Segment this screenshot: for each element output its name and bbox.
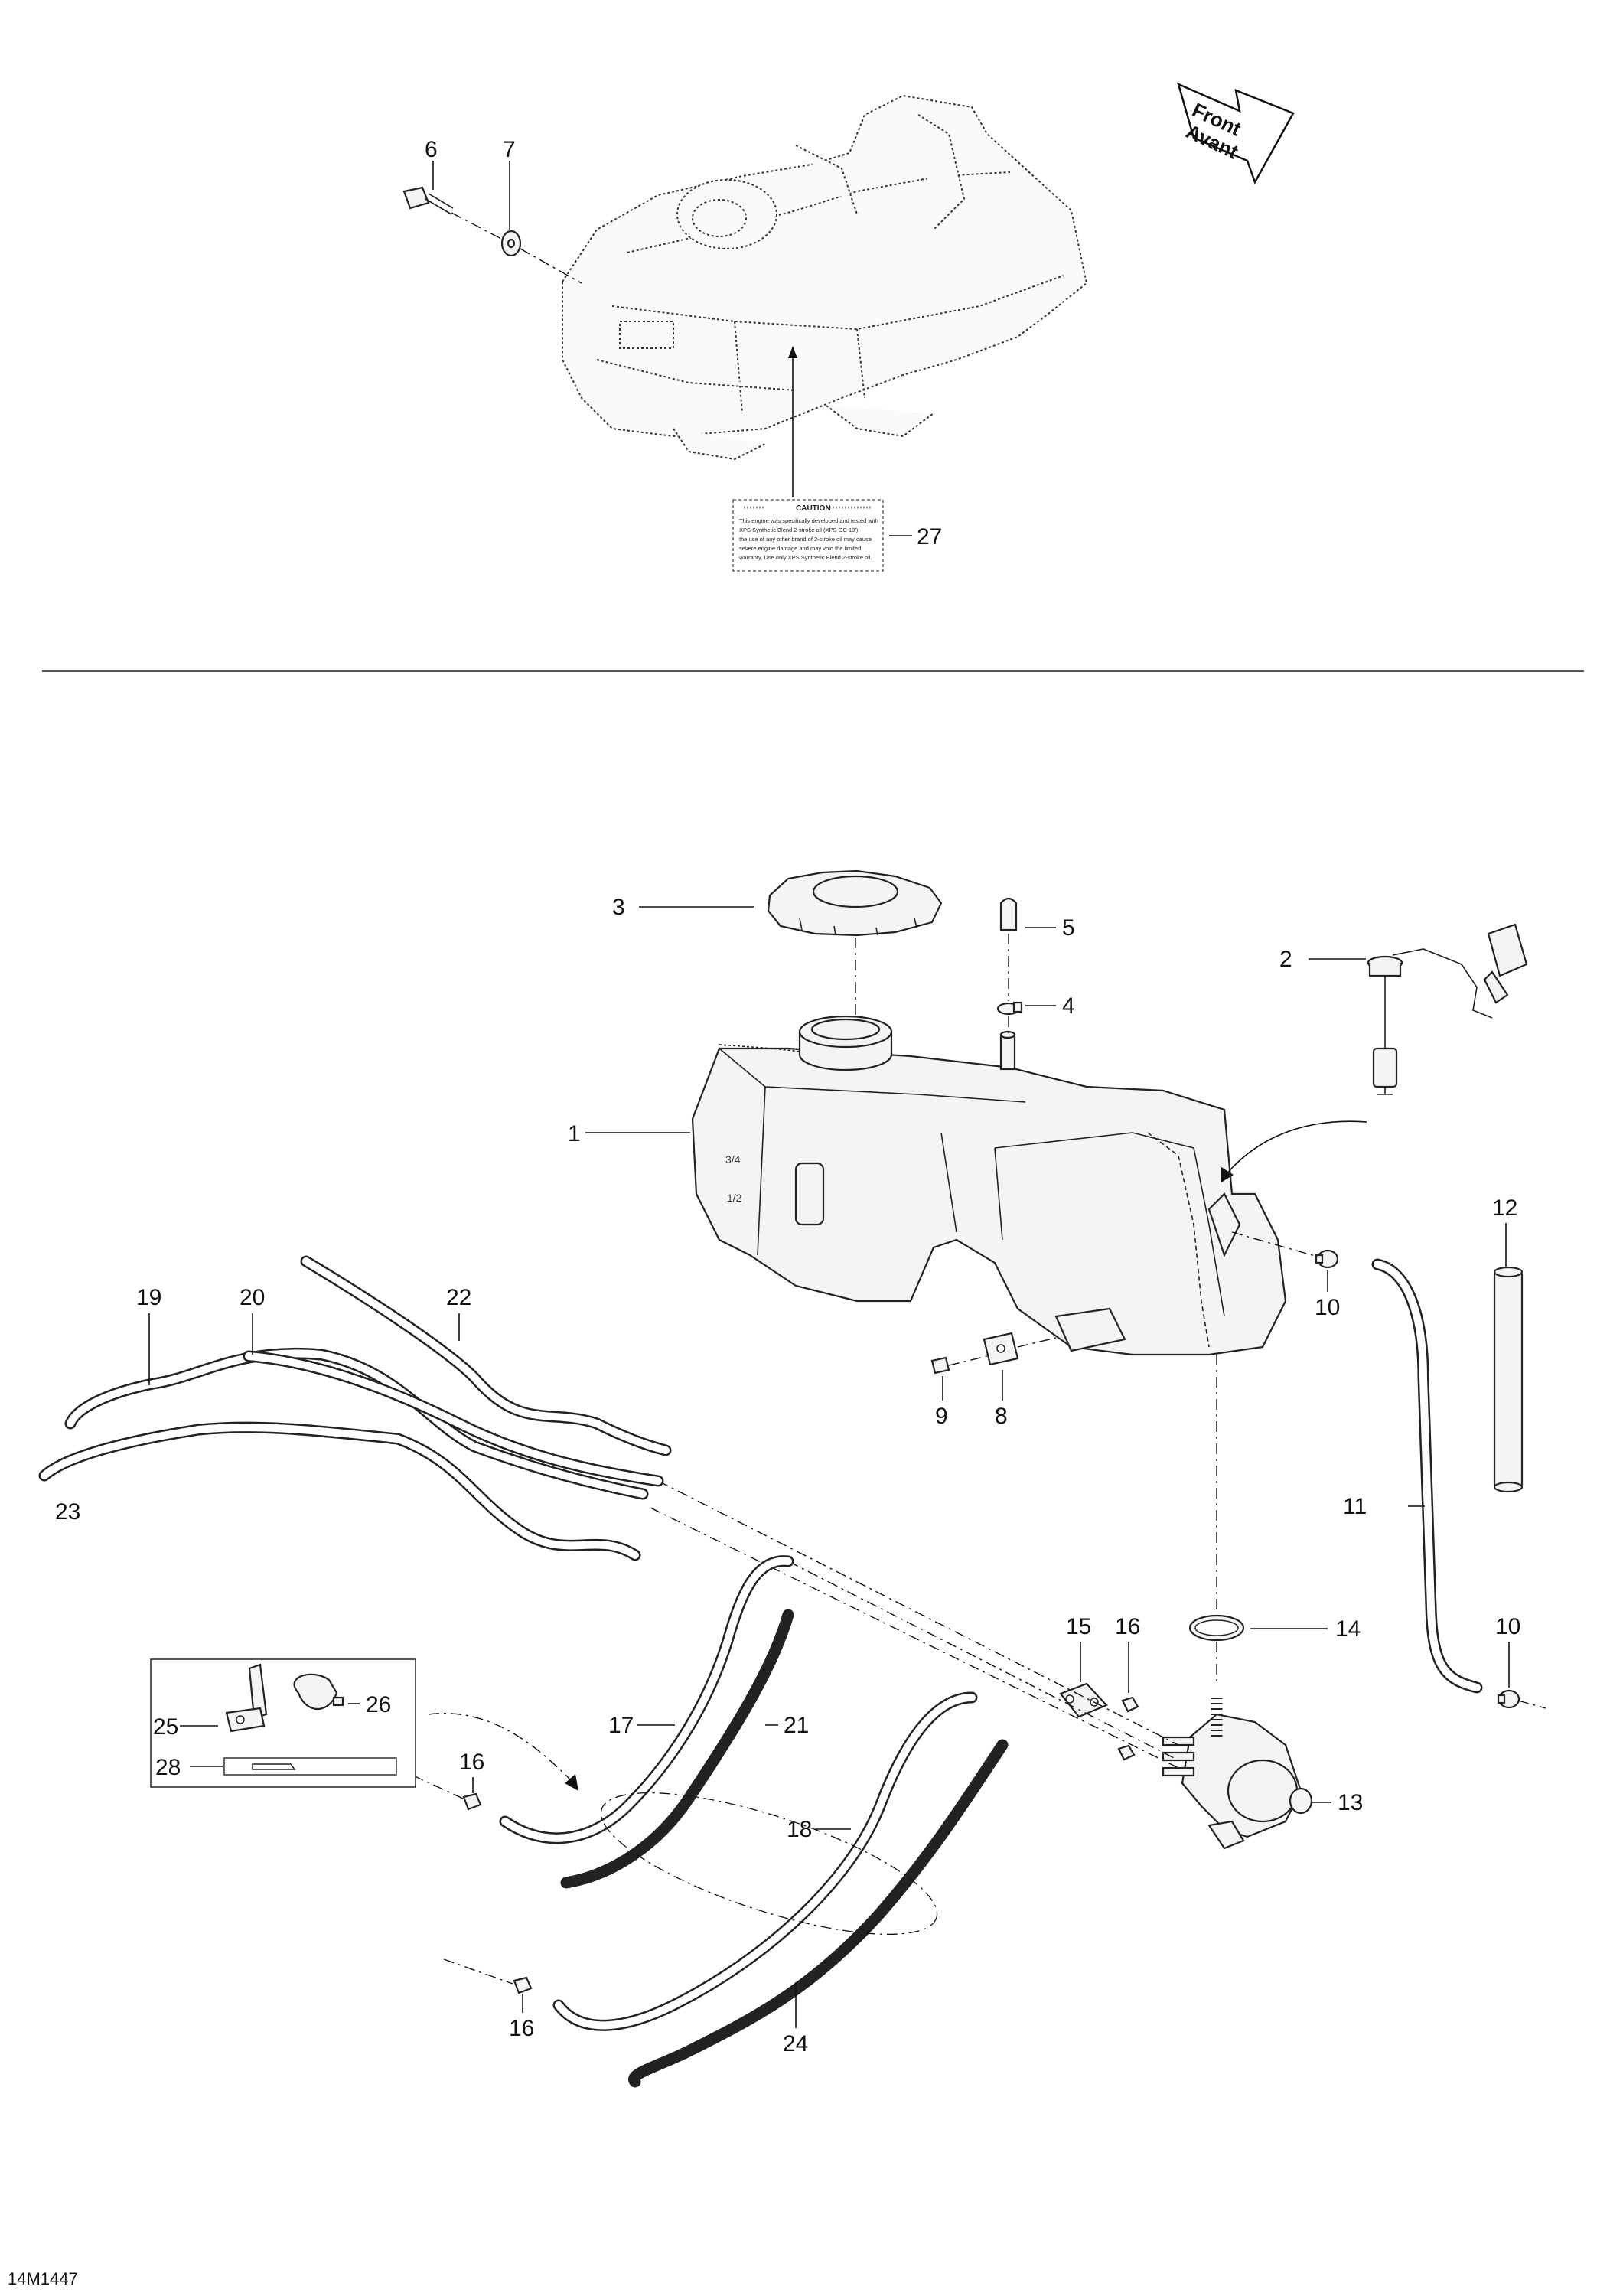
- callout-leaders: [148, 906, 1510, 2028]
- oil-cap-part-3: [767, 869, 943, 1018]
- callout-1: 1: [568, 1121, 581, 1146]
- callout-numbers: 6 7 27 3 5 4 2 1 12 10 19 20 22 23 9 8 1…: [55, 137, 1520, 2056]
- engine-compartment-view: [402, 94, 1088, 497]
- oil-hose-part-11: [1371, 1258, 1483, 1694]
- callout-6: 6: [425, 137, 438, 162]
- oil-line-part-22: [300, 1255, 672, 1456]
- callout-8: 8: [995, 1404, 1008, 1429]
- callout-11: 11: [1343, 1494, 1367, 1519]
- oil-tank-part-1: 3/4 1/2: [691, 1015, 1367, 1356]
- callout-9: 9: [935, 1404, 948, 1429]
- callout-4: 4: [1062, 993, 1075, 1019]
- leader-arrowhead: [788, 346, 797, 358]
- callout-16-mid-left: 16: [459, 1750, 484, 1775]
- caution-line-1: This engine was specifically developed a…: [739, 517, 878, 524]
- oil-line-part-23: [38, 1421, 641, 1561]
- hose-clamp-part-10-upper: [1315, 1249, 1339, 1269]
- svg-text:1/2: 1/2: [727, 1192, 742, 1204]
- callout-10-lower: 10: [1495, 1614, 1520, 1639]
- callout-17: 17: [608, 1713, 634, 1738]
- oil-pump-part-13: [1162, 1698, 1313, 1850]
- nut-part-16-bottom-left: [513, 1976, 533, 1994]
- callout-13: 13: [1338, 1790, 1363, 1815]
- front-direction-arrow: Front Avant: [1177, 82, 1295, 185]
- oil-line-part-17: [499, 1555, 794, 1844]
- callout-16-bottom-left: 16: [509, 2016, 534, 2041]
- callout-19: 19: [136, 1285, 161, 1310]
- svg-text:3/4: 3/4: [725, 1153, 741, 1166]
- callout-24: 24: [783, 2031, 808, 2056]
- fitting-plate-part-15: [1059, 1682, 1108, 1718]
- callout-23: 23: [55, 1499, 80, 1525]
- oil-line-part-19: [64, 1347, 649, 1500]
- vent-cap-part-5: [999, 897, 1018, 931]
- caution-line-3: the use of any other brand of 2-stroke o…: [739, 536, 872, 543]
- callout-27: 27: [917, 524, 942, 550]
- caution-heading: CAUTION: [796, 504, 831, 513]
- caution-decal-part-27: CAUTION This engine was specifically dev…: [732, 499, 912, 572]
- callout-5: 5: [1062, 915, 1075, 941]
- hose-clamp-part-10-lower: [1497, 1689, 1520, 1709]
- caution-line-4: severe engine damage and may void the li…: [739, 545, 861, 552]
- callout-16-upper-right: 16: [1115, 1614, 1140, 1639]
- callout-26: 26: [366, 1692, 391, 1717]
- nut-part-16-upper-right: [1121, 1696, 1139, 1713]
- screw-part-6: [402, 186, 454, 215]
- callout-10-upper: 10: [1315, 1295, 1340, 1320]
- caution-line-5: warranty. Use only XPS Synthetic Blend 2…: [738, 554, 872, 561]
- callout-15: 15: [1066, 1614, 1091, 1639]
- clamp-part-14: [1188, 1614, 1245, 1642]
- oil-line-part-24: [627, 1739, 1009, 2088]
- callout-28: 28: [155, 1755, 181, 1780]
- caution-line-2: XPS Synthetic Blend 2-stroke oil (XPS OC…: [739, 527, 859, 533]
- clamp-part-4: [996, 1001, 1023, 1016]
- callout-21: 21: [784, 1713, 809, 1738]
- oil-level-sensor-part-2: [1367, 923, 1528, 1095]
- callout-7: 7: [503, 137, 516, 162]
- callout-18: 18: [787, 1817, 812, 1842]
- oil-hose-part-12: [1493, 1266, 1524, 1493]
- screw-part-9: [930, 1356, 950, 1375]
- nut-part-16-lower-right: [1117, 1744, 1136, 1761]
- kit-box-parts-25-26-28: [150, 1658, 416, 1788]
- callout-22: 22: [446, 1285, 471, 1310]
- callout-25: 25: [153, 1714, 178, 1740]
- nut-part-16-mid-left: [462, 1792, 482, 1811]
- callout-14: 14: [1335, 1616, 1361, 1642]
- figure-code: 14M1447: [8, 2269, 78, 2288]
- callout-20: 20: [240, 1285, 265, 1310]
- callout-2: 2: [1279, 947, 1292, 972]
- callout-3: 3: [612, 895, 625, 920]
- plate-part-8: [983, 1332, 1019, 1366]
- callout-12: 12: [1492, 1195, 1517, 1221]
- oil-line-part-20: [243, 1350, 664, 1487]
- oil-line-part-18: [552, 1691, 978, 2031]
- strip-part-28: [223, 1757, 397, 1776]
- routing-ellipse: [600, 1792, 938, 1935]
- oil-line-part-21: [560, 1609, 794, 1889]
